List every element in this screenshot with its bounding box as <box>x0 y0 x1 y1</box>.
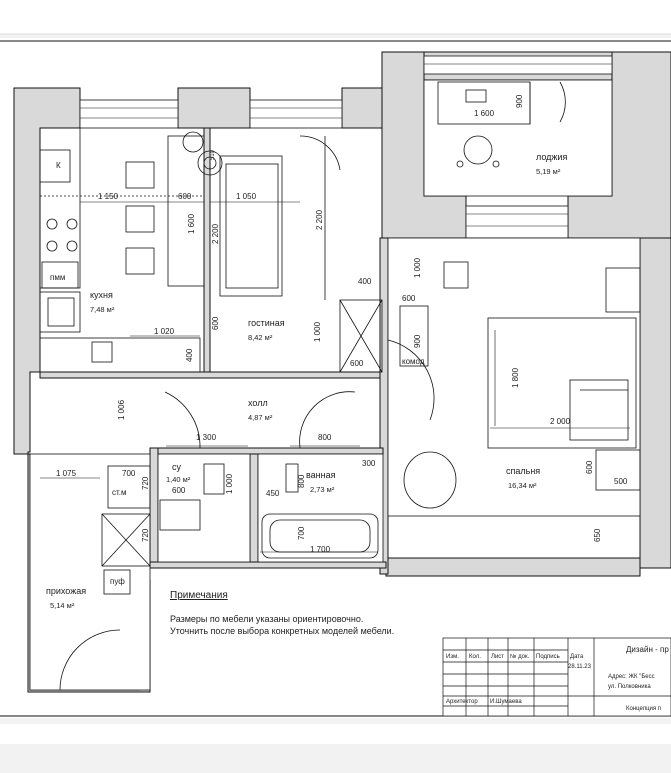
living-room <box>219 135 383 373</box>
kitchen-name: кухня <box>90 290 113 300</box>
windows <box>79 55 613 239</box>
stamp-date: 28.11.23 <box>568 664 592 670</box>
notes-line-2: Уточнить после выбора конкретных моделей… <box>170 626 394 636</box>
dim-2200b: 2 200 <box>315 209 324 230</box>
kitchen-area: 7,48 м² <box>90 305 115 314</box>
dim-600b: 600 <box>211 316 220 330</box>
dim-600c: 600 <box>402 294 416 303</box>
stamp-address-1: Адрес: ЖК "Бесс <box>608 674 655 680</box>
dim-1150: 1 150 <box>98 192 119 201</box>
dim-1700: 1 700 <box>310 545 331 554</box>
fridge-label: К <box>56 161 61 170</box>
hall-name: холл <box>248 398 268 408</box>
dim-400a: 400 <box>358 277 372 286</box>
title-block <box>442 637 671 717</box>
living-name: гостиная <box>248 318 285 328</box>
loggia <box>423 79 613 197</box>
stamp-h1: Изм. <box>446 654 459 660</box>
entry <box>29 453 151 691</box>
dim-720a: 720 <box>141 476 150 490</box>
commode-label: комод <box>402 357 425 366</box>
stamp-title: Дизайн - пр <box>626 645 669 654</box>
dim-650: 650 <box>593 528 602 542</box>
dim-600e: 600 <box>172 486 186 495</box>
stamp-designer-name: И.Шумаева <box>490 699 522 705</box>
wc-and-bath <box>157 453 384 563</box>
bath-area: 2,73 м² <box>310 485 335 494</box>
dim-700b: 700 <box>297 526 306 540</box>
pouf-label: пуф <box>110 577 125 586</box>
wardrobe-label: ст.м <box>112 488 127 497</box>
dim-1000b: 1 000 <box>313 321 322 342</box>
stamp-h4: № док. <box>510 653 530 660</box>
hall-area: 4,87 м² <box>248 413 273 422</box>
dim-600d: 600 <box>350 359 364 368</box>
dim-2200a: 2 200 <box>211 223 220 244</box>
stamp-sheet: Концепция п <box>626 706 661 712</box>
dim-1075: 1 075 <box>56 469 77 478</box>
dim-800a: 800 <box>318 433 332 442</box>
stamp-h3: Лист <box>491 654 504 660</box>
bedroom-area: 16,34 м² <box>508 481 537 490</box>
stamp-h2: Кол. <box>469 654 481 660</box>
dim-450: 450 <box>266 489 280 498</box>
living-area: 8,42 м² <box>248 333 273 342</box>
bath-name: ванная <box>306 470 336 480</box>
dim-1800: 1 800 <box>511 367 520 388</box>
hall <box>164 391 356 449</box>
dim-1000a: 1 000 <box>413 257 422 278</box>
dim-500: 500 <box>614 477 628 486</box>
dim-600a: 600 <box>178 192 192 201</box>
notes-title: Примечания <box>170 590 228 601</box>
dim-1006: 1 006 <box>117 399 126 420</box>
dim-1000c: 1 000 <box>225 473 234 494</box>
loggia-name: лоджия <box>536 152 567 162</box>
dim-1600: 1 600 <box>187 213 196 234</box>
dim-720b: 720 <box>141 528 150 542</box>
wc-name: су <box>172 462 182 472</box>
bedroom <box>387 237 641 559</box>
dim-300: 300 <box>362 459 376 468</box>
stamp-h6: Дата <box>570 654 584 660</box>
stamp-address-2: ул. Полковника <box>608 684 651 690</box>
dim-900a: 900 <box>413 334 422 348</box>
dishwasher-label: пмм <box>50 273 65 282</box>
wc-area: 1,40 м² <box>166 475 191 484</box>
entry-name: прихожая <box>46 586 86 596</box>
bedroom-name: спальня <box>506 466 540 476</box>
notes-line-1: Размеры по мебели указаны ориентировочно… <box>170 614 363 624</box>
dim-1600b: 1 600 <box>474 109 495 118</box>
loggia-area: 5,19 м² <box>536 167 561 176</box>
dimension-lines <box>40 201 630 553</box>
kitchen <box>39 127 223 373</box>
dim-700a: 700 <box>122 469 136 478</box>
entry-area: 5,14 м² <box>50 601 75 610</box>
stamp-h5: Подпись <box>536 654 560 660</box>
dim-1300: 1 300 <box>196 433 217 442</box>
dim-900b: 900 <box>515 94 524 108</box>
stamp-designer-role: Архитектор <box>446 699 478 705</box>
dim-1020: 1 020 <box>154 327 175 336</box>
dim-600f: 600 <box>585 460 594 474</box>
dim-2000: 2 000 <box>550 417 571 426</box>
dim-800b: 800 <box>297 474 306 488</box>
dim-1050: 1 050 <box>236 192 257 201</box>
dim-510: 510 <box>210 149 216 160</box>
dim-400b: 400 <box>185 348 194 362</box>
